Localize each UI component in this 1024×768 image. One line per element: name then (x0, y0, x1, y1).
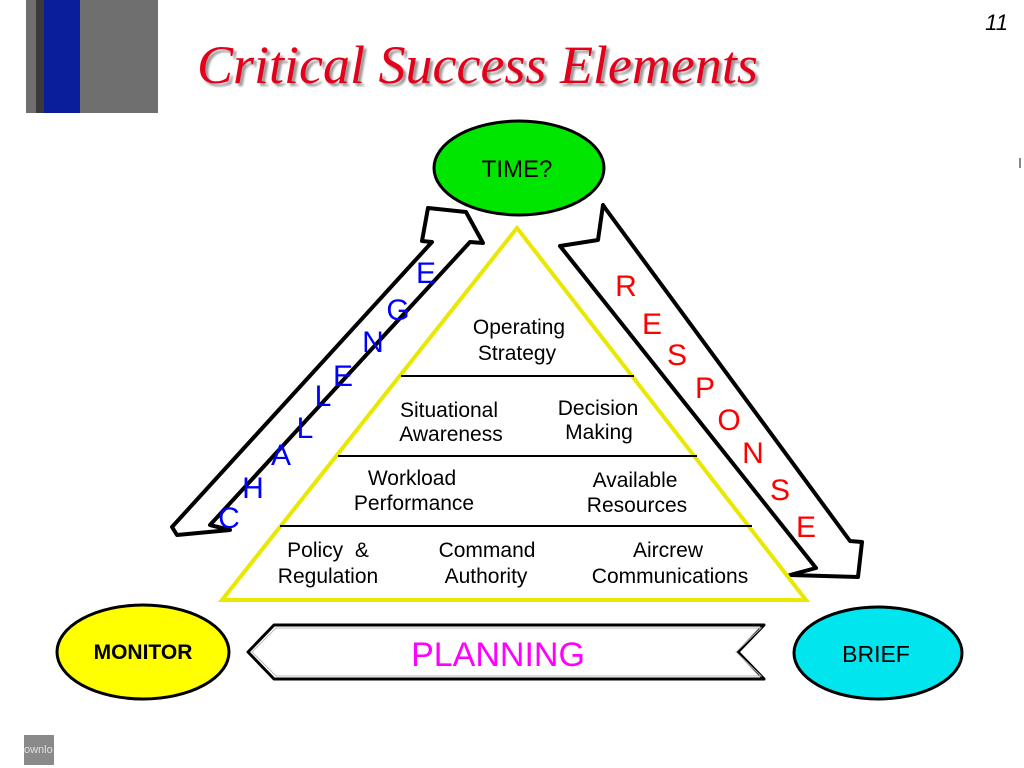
challenge-letter: L (315, 380, 332, 413)
corner-decoration-shade (36, 0, 44, 113)
response-letters: R E S P O N S E (615, 270, 816, 544)
footer-tag: ownlo (24, 735, 54, 765)
challenge-letter: H (242, 472, 264, 505)
brief-label: BRIEF (842, 641, 910, 667)
tier4-left-line2: Regulation (278, 565, 378, 588)
tier2-right-line2: Making (565, 421, 633, 444)
tier3-left-line2: Performance (354, 492, 474, 515)
challenge-letter: G (386, 294, 409, 327)
challenge-letter: C (218, 502, 240, 535)
challenge-letter: E (333, 360, 353, 393)
brief-oval: BRIEF (792, 605, 964, 701)
tier3-left-line1: Workload (368, 467, 456, 490)
response-letter: S (667, 339, 687, 372)
response-letter: O (717, 404, 740, 437)
tier4-left-line1: Policy & (287, 539, 369, 562)
challenge-letter: E (416, 257, 436, 290)
tier4-middle-line2: Authority (445, 565, 528, 588)
response-letter: E (642, 308, 662, 341)
response-letter: S (770, 474, 790, 507)
challenge-letter: A (271, 439, 291, 472)
tier3-right-line1: Available (593, 469, 678, 492)
tier1-line1: Operating (473, 316, 565, 339)
time-oval: TIME? (432, 119, 606, 217)
slide-title: Critical Success Elements (197, 35, 758, 95)
response-letter: N (742, 437, 764, 470)
monitor-oval: MONITOR (55, 603, 231, 701)
challenge-banner (170, 206, 485, 537)
time-label: TIME? (482, 156, 553, 183)
tier4-right-line2: Communications (592, 565, 748, 588)
response-banner (558, 203, 864, 579)
tier3-right-line2: Resources (587, 494, 687, 517)
pyramid: Operating Strategy Situational Awareness… (217, 224, 811, 602)
monitor-label: MONITOR (94, 641, 193, 664)
tier2-left-line1: Situational (400, 399, 498, 422)
tier4-middle-line1: Command (439, 539, 536, 562)
response-letter: P (695, 372, 715, 405)
response-letter: R (615, 270, 637, 303)
planning-label: PLANNING (411, 636, 585, 674)
challenge-letter: L (297, 412, 314, 445)
challenge-letters: C H A L L E N G E (218, 257, 436, 535)
response-letter: E (796, 511, 816, 544)
corner-decoration-stripe (44, 0, 80, 113)
tier4-right-line1: Aircrew (633, 539, 704, 562)
planning-banner: PLANNING (246, 623, 766, 681)
challenge-letter: N (362, 326, 384, 359)
tier2-left-line2: Awareness (399, 423, 503, 446)
page-number: 11 (985, 10, 1008, 35)
pyramid-outline (217, 224, 811, 602)
tier2-right-line1: Decision (558, 397, 639, 420)
tier1-line2: Strategy (478, 342, 557, 365)
